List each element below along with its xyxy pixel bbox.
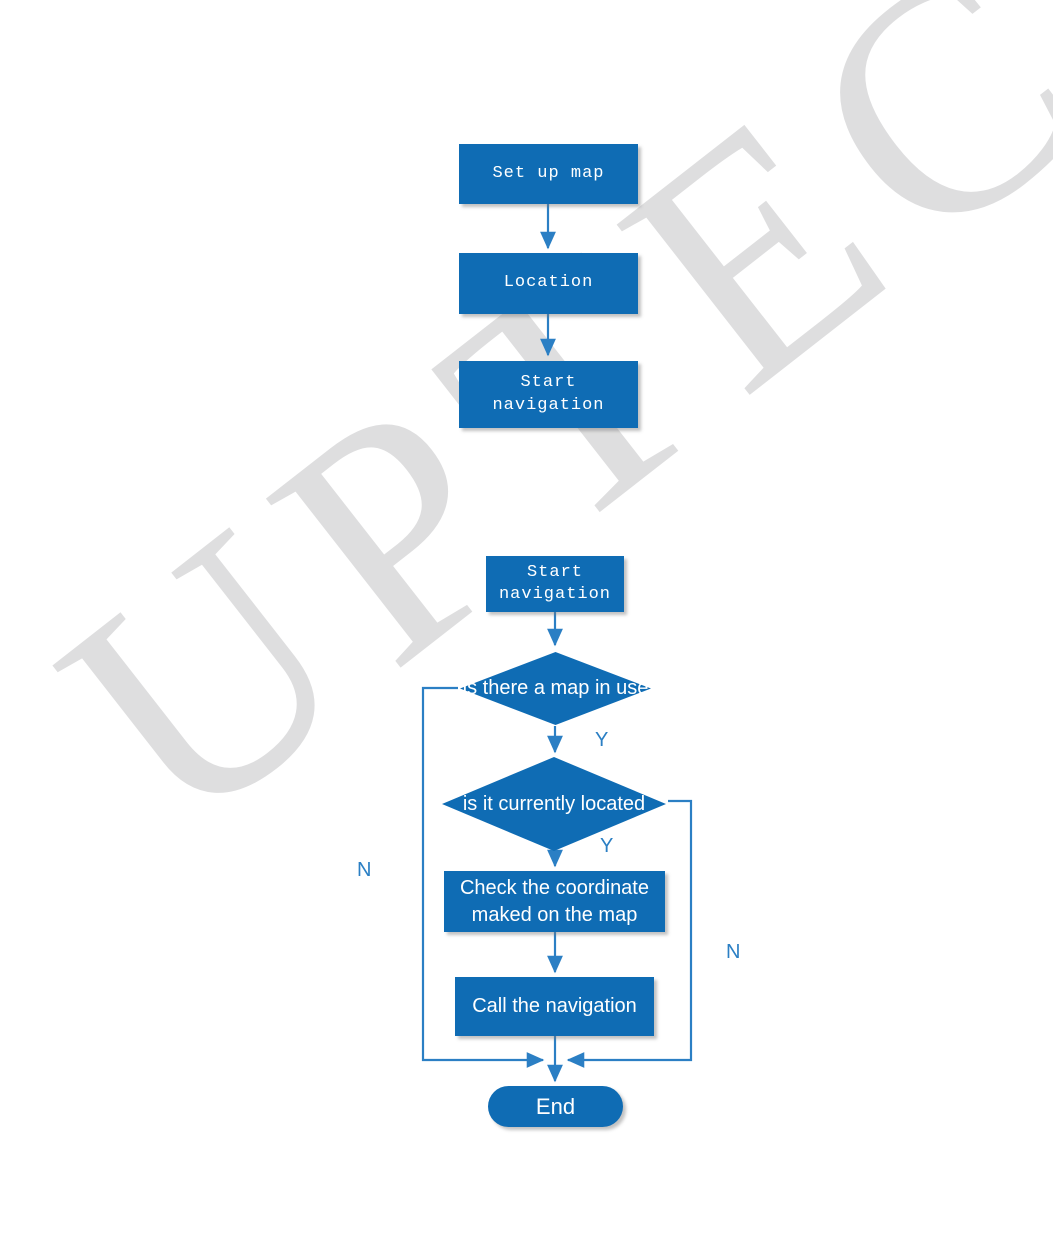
node-label: Location [503,273,594,293]
node-currently-located[interactable]: is it currently located [440,755,668,853]
node-label: is there a map in use [462,677,649,699]
node-call-navigation[interactable]: Call the navigation [455,977,654,1036]
branch-label-no-map-in-use: N [357,859,372,881]
node-label-line-2: navigation [498,585,612,604]
node-check-coordinate[interactable]: Check the coordinate maked on the map [444,871,665,932]
node-label: is it currently located [462,792,646,815]
branch-label-no-currently-located: N [726,941,741,963]
node-label: Set up map [492,163,605,183]
node-location[interactable]: Location [459,253,638,314]
node-set-up-map[interactable]: Set up map [459,144,638,204]
node-start-navigation[interactable]: Start navigation [486,556,624,612]
node-label-line-1: Check the coordinate [459,877,649,900]
node-label: End [535,1093,576,1119]
node-label-line-1: Start [526,562,583,582]
node-map-in-use[interactable]: is there a map in use [458,650,653,727]
node-label: Call the navigation [472,995,637,1018]
node-end[interactable]: End [488,1086,623,1127]
node-label: Start navigation [492,373,605,415]
branch-label-yes-map-in-use: Y [595,729,609,751]
node-label-line-2: maked on the map [471,903,638,926]
branch-label-yes-currently-located: Y [600,835,614,857]
node-start-navigation-top[interactable]: Start navigation [459,361,638,428]
